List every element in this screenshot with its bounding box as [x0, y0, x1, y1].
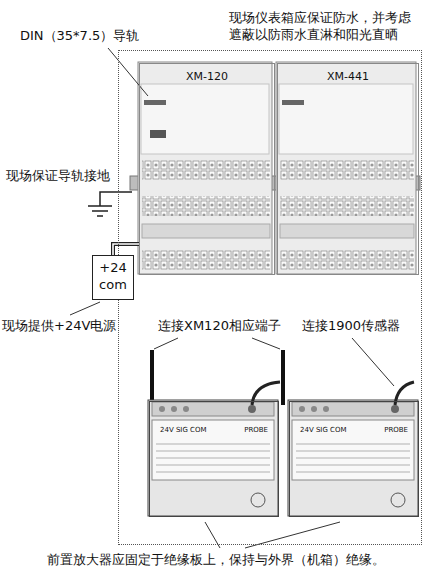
module-box: XM-441	[277, 63, 419, 275]
note-label: 现场提供+24V电源	[2, 318, 116, 335]
ground-symbol	[88, 206, 112, 216]
preamp-box: 24V SIG COM PROBE	[149, 401, 279, 517]
preamp-drawing	[148, 400, 278, 516]
enclosure-box: XM-120 XM-441 24V SIG COM PROBE 24V SIG COM P…	[118, 50, 422, 545]
box-label: XM-441	[278, 70, 418, 84]
note-label: 连接1900传感器	[302, 318, 400, 335]
box-label: 24V SIG COM	[160, 426, 207, 435]
box-heading: 现场仪表箱应保证防水，并考虑遮蔽以防雨水直淋和阳光直晒	[229, 10, 419, 44]
module-box: XM-120	[139, 63, 275, 275]
box-label: 24V SIG COM	[300, 426, 347, 435]
note-label: 现场保证导轨接地	[6, 168, 110, 185]
module-drawing	[138, 62, 272, 274]
box-label: PROBE	[244, 426, 268, 435]
leader-line	[352, 338, 394, 386]
module-drawing	[276, 62, 416, 274]
note-label: 连接XM120相应端子	[158, 318, 281, 335]
connection-bracket	[152, 350, 283, 405]
wire-group	[113, 244, 139, 255]
box-label: XM-120	[140, 70, 274, 84]
leader-line	[70, 302, 100, 315]
caption-note: 前置放大器应固定于绝缘板上，保持与外界（机箱）绝缘。	[0, 552, 432, 569]
preamp-drawing	[288, 400, 418, 516]
leader-line	[108, 48, 148, 96]
ground-wire	[100, 192, 132, 206]
box-label: +24 com	[98, 260, 128, 294]
leader-line	[154, 338, 280, 349]
box-label: PROBE	[384, 426, 408, 435]
power-wire	[113, 244, 139, 255]
power-supply-box: +24 com	[92, 255, 134, 300]
wire-core	[113, 244, 139, 255]
note-label: DIN（35*7.5）导轨	[20, 28, 139, 45]
preamp-box: 24V SIG COM PROBE	[289, 401, 419, 517]
